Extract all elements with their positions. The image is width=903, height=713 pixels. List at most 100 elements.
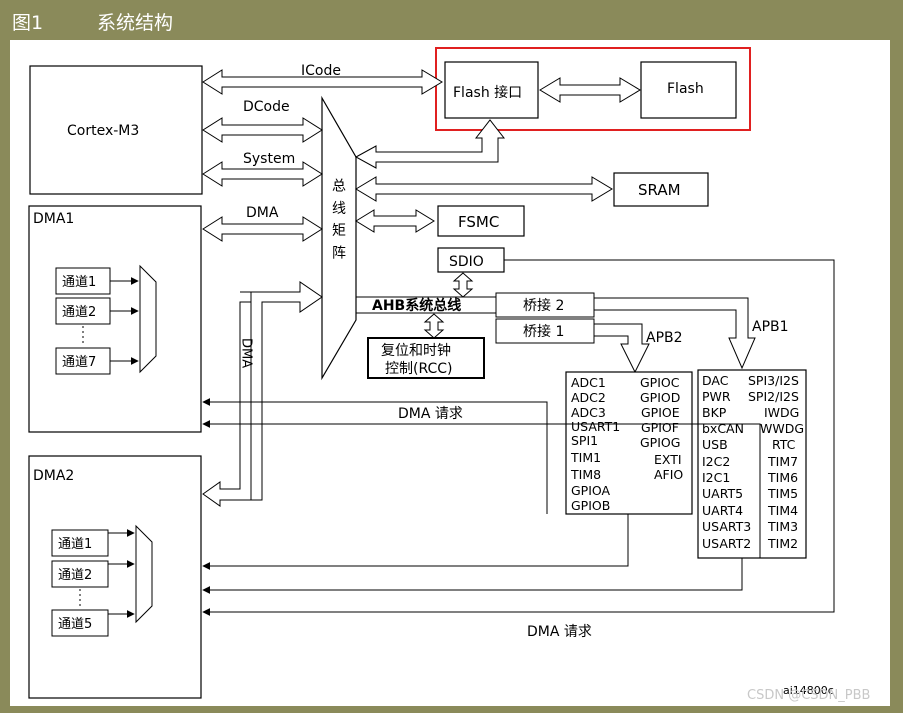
apb2-item: GPIOA	[571, 483, 611, 498]
apb1-item: I2C1	[702, 470, 730, 485]
dma-request-label-1: DMA 请求	[398, 406, 463, 422]
dma2-channel-2	[51, 560, 109, 588]
apb2-item: SPI1	[571, 433, 598, 448]
sdio-label: SDIO	[449, 254, 484, 270]
dma-bus-label: DMA	[246, 205, 279, 221]
dcode-label: DCode	[243, 99, 290, 115]
dma2-channel-5-label: 通道5	[58, 617, 92, 632]
matrix-to-flash-arrow	[354, 119, 506, 169]
dma2-channel-5	[51, 609, 109, 637]
apb1-item: TIM7	[767, 454, 798, 469]
apb1-item: BKP	[702, 405, 727, 420]
apb2-peripherals	[565, 371, 693, 515]
system-bus-arrow	[202, 161, 323, 187]
dma-request-label-2: DMA 请求	[527, 624, 592, 640]
fsmc-block	[437, 205, 525, 237]
watermark: CSDN @CSDN_PBB	[747, 688, 871, 703]
dma2-channel-1-label: 通道1	[58, 537, 92, 552]
dma2-request-line-sdio	[202, 259, 835, 616]
figure-header: 图1 系统结构	[0, 0, 903, 38]
apb1-item: SPI3/I2S	[748, 373, 799, 388]
bus-matrix	[321, 95, 357, 381]
apb2-item: ADC3	[571, 405, 606, 420]
apb2-item: GPIOB	[571, 498, 610, 513]
apb1-item: bxCAN	[702, 421, 744, 436]
bridge1-block	[495, 318, 595, 344]
dma1-channel-1-label: 通道1	[62, 275, 96, 290]
rcc-label-2: 控制(RCC)	[385, 361, 453, 377]
icode-bus-arrow	[202, 69, 443, 95]
dma1-channel-7-label: 通道7	[62, 355, 96, 370]
flash-interface-block	[444, 61, 539, 119]
apb2-item: AFIO	[654, 467, 683, 482]
rcc-label-1: 复位和时钟	[381, 342, 451, 359]
apb2-item: GPIOG	[640, 435, 680, 450]
fsmc-label: FSMC	[458, 213, 499, 231]
icode-label: ICode	[301, 63, 341, 79]
dma1-request-line-1	[202, 398, 548, 514]
dma1-label: DMA1	[33, 211, 74, 227]
dma1-arbiter	[139, 264, 157, 374]
bus-matrix-label: 总 线 矩 阵	[330, 178, 346, 261]
apb1-item: UART5	[702, 486, 743, 501]
apb2-item: GPIOC	[640, 375, 680, 390]
flash-label: Flash	[667, 81, 704, 97]
bridge2-label: 桥接 2	[523, 297, 564, 314]
dma2-request-line-1	[202, 514, 629, 570]
dma1-request-line-2	[202, 420, 761, 558]
dma1-block	[28, 205, 202, 433]
figure-label: 图1	[12, 12, 44, 34]
apb2-item: USART1	[571, 419, 620, 434]
apb2-item: TIM1	[570, 450, 601, 465]
dma2-arbiter	[135, 524, 153, 624]
apb1-item: RTC	[772, 437, 796, 452]
diagram-canvas: Cortex-M3 Flash 接口 Flash SRAM FSMC SDIO …	[10, 40, 890, 706]
dma2-channel-2-label: 通道2	[58, 568, 92, 583]
apb2-item: ADC1	[571, 375, 606, 390]
apb1-left-list: DAC PWR BKP bxCAN USB I2C2 I2C1 UART5 UA…	[702, 373, 751, 551]
dma-vertical-label: DMA	[239, 338, 254, 368]
flash-highlight-frame	[435, 47, 751, 131]
dcode-bus-arrow	[202, 117, 323, 143]
system-label: System	[243, 151, 295, 167]
apb1-item: TIM3	[767, 519, 798, 534]
apb1-peripherals	[697, 369, 807, 559]
apb1-item: USART2	[702, 536, 751, 551]
flash-interface-label: Flash 接口	[453, 84, 522, 101]
apb2-item: EXTI	[654, 452, 682, 467]
apb2-left-list: ADC1 ADC2 ADC3 USART1 SPI1 TIM1 TIM8 GPI…	[570, 375, 620, 513]
apb2-item: GPIOF	[641, 420, 679, 435]
apb1-right-list: SPI3/I2S SPI2/I2S IWDG WWDG RTC TIM7 TIM…	[748, 373, 804, 551]
bridge1-label: 桥接 1	[523, 323, 564, 340]
apb1-path	[593, 297, 756, 370]
apb1-item: DAC	[702, 373, 729, 388]
apb1-item: USART3	[702, 519, 751, 534]
figure-caption: 系统结构	[97, 12, 174, 34]
flash-link-arrow	[539, 77, 641, 103]
system-architecture-diagram: Cortex-M3 Flash 接口 Flash SRAM FSMC SDIO …	[28, 47, 835, 699]
cortex-label: Cortex-M3	[67, 123, 139, 139]
apb2-item: GPIOD	[640, 390, 680, 405]
apb1-item: I2C2	[702, 454, 730, 469]
matrix-sram-arrow	[355, 176, 613, 202]
apb2-path	[593, 323, 650, 374]
apb1-item: USB	[702, 437, 728, 452]
flash-block	[640, 61, 737, 119]
dma2-request-line-2	[202, 558, 743, 594]
apb1-item: SPI2/I2S	[748, 389, 799, 404]
figure-code: ai14800c	[783, 684, 834, 697]
apb1-item: WWDG	[760, 421, 804, 436]
cortex-block	[29, 65, 203, 195]
apb2-label: APB2	[646, 330, 683, 346]
dma2-label: DMA2	[33, 468, 74, 484]
apb1-item: UART4	[702, 503, 743, 518]
sram-label: SRAM	[638, 181, 681, 199]
dma2-bus-path	[202, 301, 252, 507]
apb1-item: PWR	[702, 389, 731, 404]
rcc-block	[367, 337, 485, 379]
dma1-channel-2-label: 通道2	[62, 305, 96, 320]
apb2-item: TIM8	[570, 467, 601, 482]
dma1-bus-arrow	[202, 216, 323, 242]
apb1-label: APB1	[752, 319, 789, 335]
rcc-ahb-arrow	[423, 313, 445, 339]
